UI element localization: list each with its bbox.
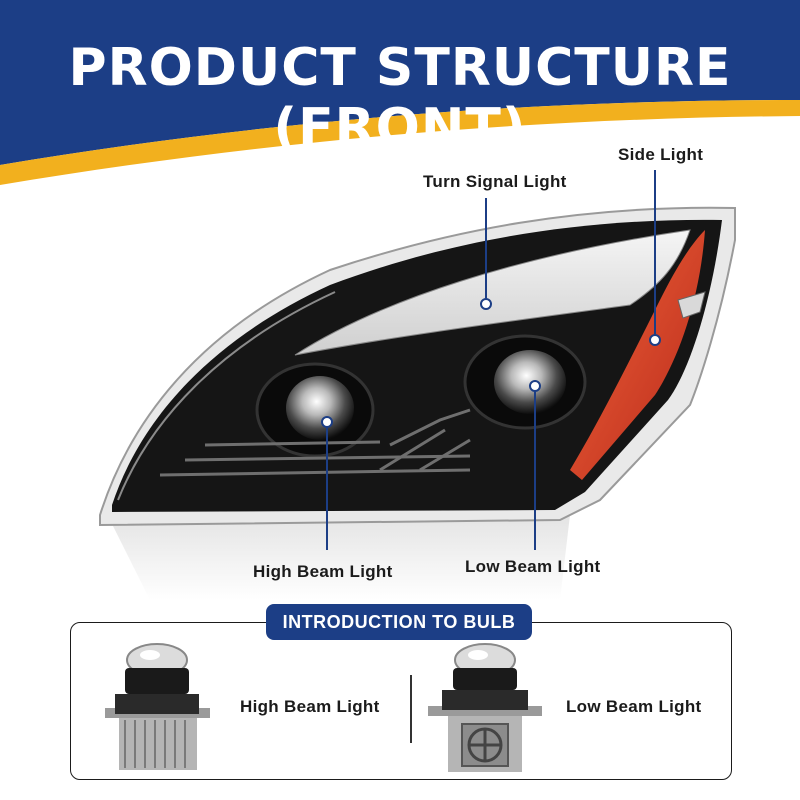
page-title: PRODUCT STRUCTURE (FRONT) [68, 38, 732, 158]
banner-shape [0, 0, 800, 185]
low-beam-label: Low Beam Light [465, 557, 601, 576]
turn-signal-label: Turn Signal Light [423, 172, 567, 191]
bulb-divider [410, 675, 412, 743]
low-beam-projector-lens [494, 350, 566, 414]
floor-reflection [110, 515, 570, 600]
bulb-high-beam-label: High Beam Light [240, 697, 380, 716]
bulb-low-beam-label: Low Beam Light [566, 697, 702, 716]
high-beam-bulb-image [95, 640, 220, 772]
header-banner [0, 0, 800, 200]
turn-signal-lens [294, 229, 691, 356]
callout-lines [326, 170, 656, 550]
side-light-label: Side Light [618, 145, 704, 164]
high-beam-label: High Beam Light [253, 562, 393, 581]
headlight-illustration [99, 170, 736, 600]
high-beam-projector-lens [286, 376, 354, 440]
low-beam-bulb-image [420, 640, 550, 774]
callout-dots [321, 298, 661, 428]
side-light-lens [570, 230, 705, 480]
bulb-section-title: INTRODUCTION TO BULB [266, 604, 532, 640]
